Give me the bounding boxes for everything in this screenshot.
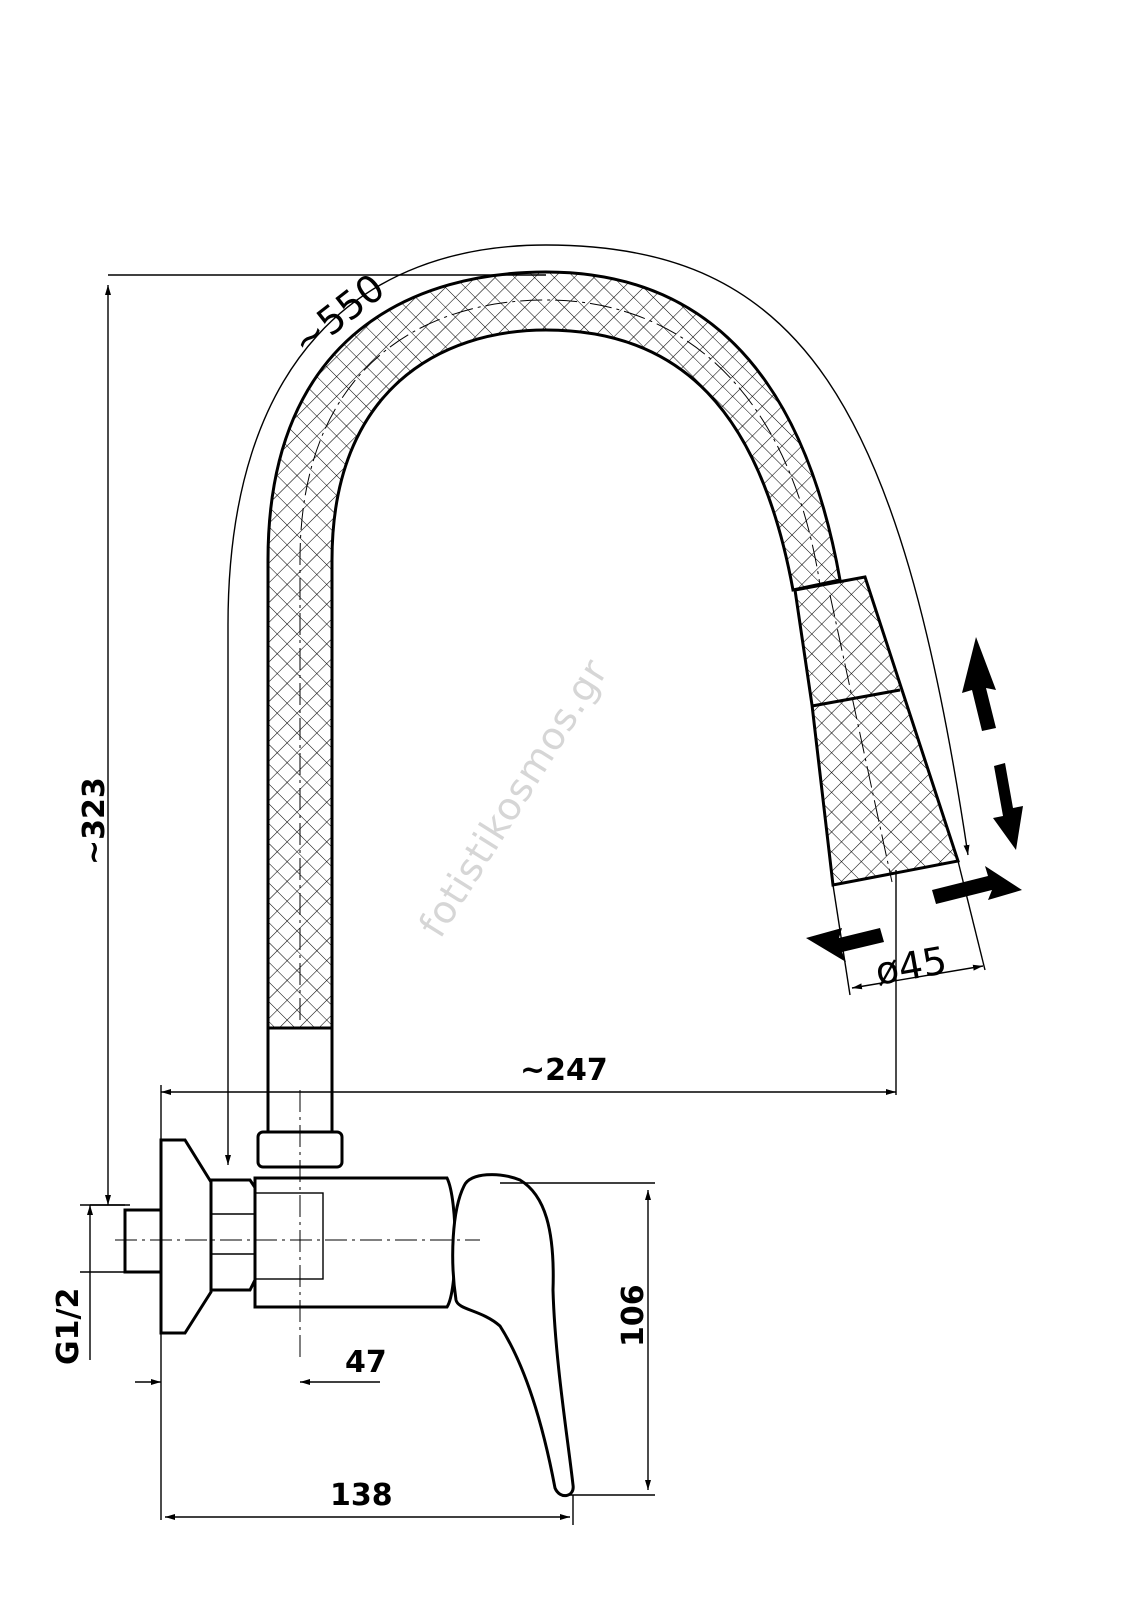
dimension-handle-height: 106: [500, 1182, 655, 1496]
dimension-connector-depth: 47: [135, 1333, 387, 1520]
flexible-hose: [266, 270, 842, 1030]
dimension-reach: ~247: [160, 870, 897, 1140]
label-total-depth: 138: [330, 1478, 393, 1513]
label-handle-height: 106: [616, 1284, 651, 1347]
label-connector-depth: 47: [345, 1345, 387, 1380]
dimension-thread: G1/2: [51, 1204, 125, 1365]
faucet-body: [115, 1026, 575, 1497]
label-height: ~323: [77, 777, 112, 865]
dimension-total-depth: 138: [165, 1478, 574, 1525]
label-reach: ~247: [520, 1053, 608, 1088]
label-spray-diameter: ø45: [872, 938, 950, 994]
label-thread: G1/2: [51, 1288, 86, 1365]
swivel-arrows: [806, 637, 1023, 962]
watermark: fotistikosmos.gr: [410, 651, 616, 945]
spray-head: [793, 575, 960, 887]
